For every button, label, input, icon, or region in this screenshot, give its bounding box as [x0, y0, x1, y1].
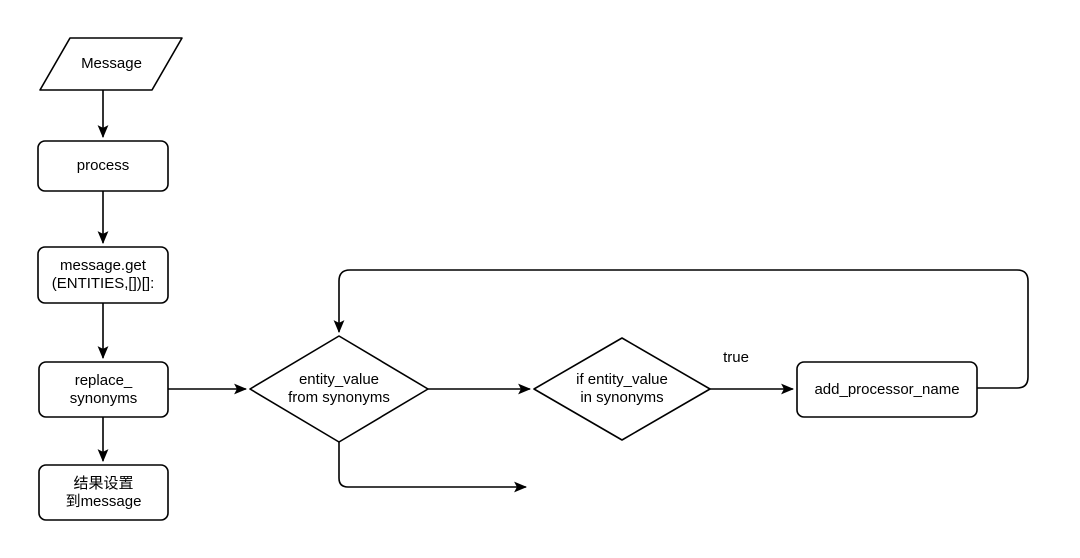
label-line: entity_value [298, 371, 380, 388]
edge-decision1-bottom-exit [338, 442, 528, 493]
label-line: (ENTITIES,[])[]: [51, 275, 155, 292]
label-line: in synonyms [580, 389, 664, 406]
result-to-message-rect-shape [38, 464, 169, 521]
node-label-message: Message [40, 38, 183, 90]
message-parallelogram-shape [39, 37, 183, 91]
entity-value-from-synonyms-diamond-shape [249, 335, 429, 443]
label-line: message.get [60, 257, 146, 274]
label-line: add_processor_name [814, 380, 960, 398]
label-line: process [76, 157, 130, 174]
add-processor-name-rect-shape [796, 361, 978, 418]
label-line: Message [81, 55, 142, 72]
label-line: 到message [65, 492, 142, 510]
label-line: 结果设置 [73, 474, 134, 492]
label-line: from synonyms [288, 389, 390, 406]
message-get-rect-shape [37, 246, 169, 304]
process-rect-shape [37, 140, 169, 192]
node-label-result-to-message: 结果设置 到message [39, 465, 168, 520]
node-label-message-get: message.get (ENTITIES,[])[]: [38, 247, 168, 303]
node-label-process: process [38, 141, 168, 191]
edge-label-true: true [723, 349, 749, 366]
label-line: if entity_value [576, 371, 668, 388]
label-line: replace_ [74, 371, 133, 389]
edge-add-processor-name-loop-to-decision1 [333, 269, 1029, 389]
node-label-add-processor-name: add_processor_name [797, 362, 977, 417]
node-label-entity-value-from-synonyms: entity_value from synonyms [250, 336, 428, 442]
node-label-replace-synonyms: replace_ synonyms [39, 362, 168, 417]
label-line: synonyms [69, 389, 138, 407]
if-entity-value-in-synonyms-diamond-shape [533, 337, 711, 441]
node-label-if-entity-value-in-synonyms: if entity_value in synonyms [534, 338, 710, 440]
replace-synonyms-rect-shape [38, 361, 169, 418]
